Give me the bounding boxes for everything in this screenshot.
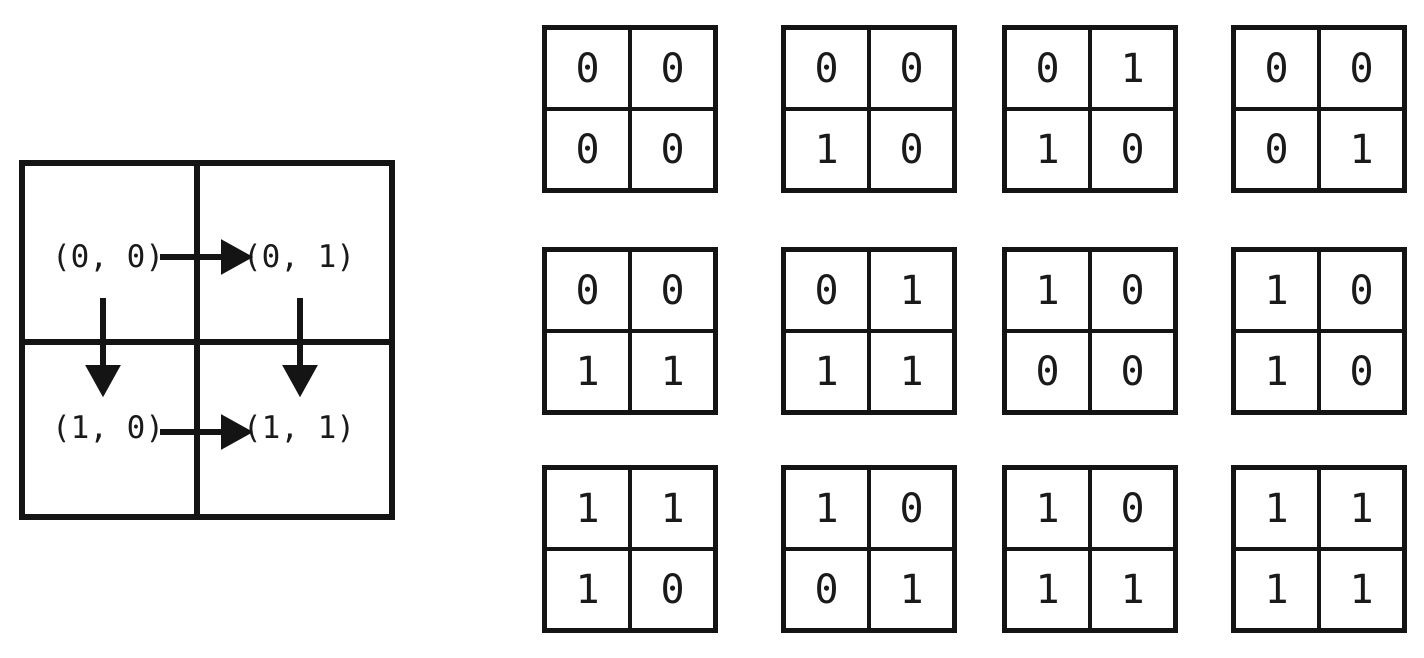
- matrix-box: 1 0 1 1: [1002, 465, 1178, 633]
- matrix-box: 1 0 0 0: [1002, 247, 1178, 415]
- matrix-cell: 0: [1319, 252, 1402, 331]
- matrix-box: 0 0 1 0: [781, 25, 957, 193]
- matrix-cell: 1: [1236, 470, 1319, 549]
- matrix-box: 0 0 1 1: [542, 247, 718, 415]
- matrix-cell: 1: [786, 109, 869, 188]
- matrix-cell: 1: [1319, 549, 1402, 628]
- matrix-cell: 1: [1007, 252, 1090, 331]
- matrix-box: 0 0 0 0: [542, 25, 718, 193]
- matrix-box: 0 0 0 1: [1231, 25, 1407, 193]
- matrix-grid: 0 0 0 0 0 0 1 0 0 1 1 0 0 0 0 1 0 0 1 1: [542, 25, 1412, 637]
- matrix-cell: 1: [786, 331, 869, 410]
- matrix-cell: 0: [786, 252, 869, 331]
- lattice-node-bottom-left: (1, 0): [52, 410, 164, 446]
- matrix-cell: 0: [786, 549, 869, 628]
- matrix-cell: 1: [1236, 252, 1319, 331]
- matrix-cell: 1: [869, 331, 952, 410]
- lattice-horizontal-divider: [19, 339, 395, 345]
- matrix-cell: 0: [630, 30, 713, 109]
- matrix-cell: 0: [1090, 252, 1173, 331]
- matrix-cell: 0: [1007, 331, 1090, 410]
- matrix-cell: 0: [547, 109, 630, 188]
- matrix-cell: 1: [1236, 549, 1319, 628]
- matrix-cell: 1: [630, 331, 713, 410]
- matrix-box: 1 0 1 0: [1231, 247, 1407, 415]
- matrix-cell: 1: [869, 252, 952, 331]
- matrix-row: 0 0 0 0 0 0 1 0 0 1 1 0 0 0 0 1: [542, 25, 1412, 195]
- lattice-diagram: (0, 0) (0, 1) (1, 0) (1, 1): [19, 160, 395, 520]
- matrix-cell: 1: [1007, 470, 1090, 549]
- matrix-cell: 1: [1007, 109, 1090, 188]
- matrix-cell: 1: [1319, 109, 1402, 188]
- matrix-cell: 0: [547, 252, 630, 331]
- matrix-cell: 0: [630, 252, 713, 331]
- matrix-row: 0 0 1 1 0 1 1 1 1 0 0 0 1 0 1 0: [542, 247, 1412, 417]
- lattice-node-top-right: (0, 1): [243, 239, 355, 275]
- matrix-cell: 1: [547, 470, 630, 549]
- matrix-cell: 1: [1007, 549, 1090, 628]
- matrix-cell: 0: [1319, 30, 1402, 109]
- matrix-cell: 0: [1090, 109, 1173, 188]
- matrix-cell: 0: [1236, 30, 1319, 109]
- matrix-cell: 0: [1236, 109, 1319, 188]
- matrix-cell: 1: [1090, 549, 1173, 628]
- matrix-cell: 0: [1090, 470, 1173, 549]
- matrix-cell: 0: [630, 549, 713, 628]
- matrix-cell: 0: [869, 470, 952, 549]
- matrix-cell: 1: [786, 470, 869, 549]
- matrix-cell: 0: [547, 30, 630, 109]
- matrix-row: 1 1 1 0 1 0 0 1 1 0 1 1 1 1 1 1: [542, 465, 1412, 635]
- matrix-cell: 0: [1090, 331, 1173, 410]
- matrix-cell: 1: [869, 549, 952, 628]
- matrix-cell: 1: [547, 331, 630, 410]
- matrix-cell: 1: [1319, 470, 1402, 549]
- matrix-cell: 0: [630, 109, 713, 188]
- matrix-cell: 1: [547, 549, 630, 628]
- matrix-box: 0 1 1 0: [1002, 25, 1178, 193]
- matrix-cell: 1: [1090, 30, 1173, 109]
- lattice-node-top-left: (0, 0): [52, 239, 164, 275]
- matrix-box: 1 0 0 1: [781, 465, 957, 633]
- matrix-cell: 1: [630, 470, 713, 549]
- lattice-node-bottom-right: (1, 1): [243, 410, 355, 446]
- matrix-cell: 0: [869, 30, 952, 109]
- matrix-box: 1 1 1 0: [542, 465, 718, 633]
- matrix-cell: 0: [869, 109, 952, 188]
- matrix-box: 0 1 1 1: [781, 247, 957, 415]
- matrix-cell: 0: [1319, 331, 1402, 410]
- matrix-cell: 0: [786, 30, 869, 109]
- matrix-cell: 0: [1007, 30, 1090, 109]
- matrix-box: 1 1 1 1: [1231, 465, 1407, 633]
- matrix-cell: 1: [1236, 331, 1319, 410]
